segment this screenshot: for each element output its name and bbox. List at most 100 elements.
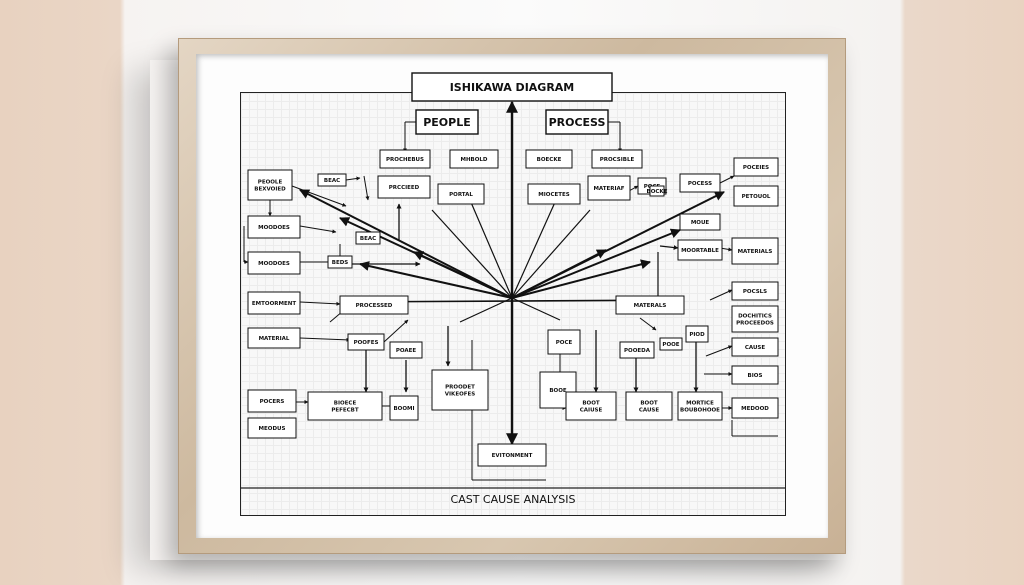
inner-node-20: POOEDA (619, 341, 655, 359)
inner-node-5: PRCCIEED (377, 175, 431, 199)
left-node-2-label: MOODOES (258, 225, 290, 231)
diagram-edges (243, 100, 778, 481)
right-node-5-label: POCSLS (743, 289, 767, 295)
inner-node-11: BEAC (355, 231, 381, 245)
right-node-6-label: PROCEEDOS (736, 320, 774, 326)
inner-node-13: MOORTABLE (677, 239, 723, 261)
inner-node-27-label: MORTICE (686, 400, 714, 406)
left-node-4-label: EMTOORMENT (252, 301, 296, 307)
inner-node-29-label: BOOMI (393, 406, 414, 412)
left-node-5: MATERIAL (247, 327, 301, 349)
connector (299, 301, 341, 306)
left-node-7: MEODUS (247, 417, 297, 439)
node-process-label: PROCESS (549, 116, 606, 129)
inner-node-15: PROCESSED (339, 295, 409, 315)
inner-node-2-label: MHBOLD (460, 157, 487, 163)
connector (299, 337, 351, 342)
inner-node-19: POCE (547, 329, 581, 355)
left-node-7-label: MEODUS (259, 426, 286, 432)
connector (511, 228, 681, 299)
connector (511, 209, 591, 299)
inner-node-16-label: MATERALS (634, 303, 667, 309)
connector (639, 317, 657, 331)
inner-node-17: POOFES (347, 333, 385, 351)
inner-node-21-label: POOE (662, 342, 679, 348)
inner-node-15-label: PROCESSED (356, 303, 393, 309)
connector (291, 185, 347, 207)
connector (705, 345, 733, 357)
inner-node-13-label: MOORTABLE (681, 248, 719, 254)
left-node-6-label: POCERS (260, 399, 285, 405)
node-people: PEOPLE (415, 109, 479, 135)
inner-node-4-label: PROCSIBLE (600, 157, 635, 163)
connector (659, 245, 679, 250)
left-node-3-label: MOODOES (258, 261, 290, 267)
diagram-title: ISHIKAWA DIAGRAM (411, 72, 613, 102)
inner-node-10-label: BEAC (324, 178, 340, 184)
inner-node-26-label: BOOT (640, 400, 658, 406)
inner-node-4: PROCSIBLE (591, 149, 643, 169)
connector (299, 189, 513, 299)
left-node-5-label: MATERIAL (259, 336, 290, 342)
connector (413, 251, 513, 299)
inner-node-16: MATERALS (615, 295, 685, 315)
right-node-8: BIOS (731, 365, 779, 385)
connector (383, 319, 409, 343)
inner-node-7: MIOCETES (527, 183, 581, 205)
inner-node-30: BOCKE (647, 185, 668, 197)
right-node-8-label: BIOS (748, 373, 763, 379)
node-environment: EVITONMENT (477, 443, 547, 467)
inner-node-17-label: POOFES (354, 340, 379, 346)
connector (511, 297, 561, 321)
left-node-1-label: PEOOLE (258, 179, 283, 185)
inner-node-28-label: BIOECE (334, 400, 357, 406)
inner-node-5-label: PRCCIEED (389, 185, 420, 191)
connector (345, 176, 361, 181)
inner-node-3-label: BOECKE (537, 157, 562, 163)
inner-node-25-label: BOOT (582, 400, 600, 406)
inner-node-8-label: MATERIAF (593, 186, 624, 192)
inner-node-27-label: BOUBOHOOE (680, 407, 720, 413)
connector (719, 175, 735, 184)
right-node-1: POCESS (679, 173, 721, 193)
inner-node-28-label: PEFECBT (331, 407, 359, 413)
left-node-1-label: BEXVOIED (254, 186, 286, 192)
inner-node-14: BEDS (327, 255, 353, 269)
connector (459, 297, 513, 323)
inner-node-22-label: PIOD (689, 332, 705, 338)
connector (431, 209, 513, 299)
left-node-6: POCERS (247, 389, 297, 413)
diagram-footer: CAST CAUSE ANALYSIS (450, 493, 576, 506)
inner-node-11-label: BEAC (360, 236, 376, 242)
right-node-5: POCSLS (731, 281, 779, 301)
inner-node-24-label: BOOE (549, 388, 567, 394)
inner-node-26-label: CAUSE (639, 407, 660, 413)
inner-node-3: BOECKE (525, 149, 573, 169)
inner-node-30-label: BOCKE (647, 189, 668, 195)
inner-node-18: POAEE (389, 341, 423, 359)
connector (469, 199, 513, 299)
inner-node-8: MATERIAF (587, 175, 631, 201)
right-node-6-label: DOCHITICS (738, 313, 772, 319)
inner-node-10: BEAC (317, 173, 347, 187)
inner-node-14-label: BEDS (332, 260, 349, 266)
inner-node-6: PORTAL (437, 183, 485, 205)
inner-node-1: PROCHEBUS (379, 149, 431, 169)
connector (511, 249, 607, 299)
inner-node-23-label: VIKEOFES (445, 391, 476, 397)
inner-node-29: BOOMI (389, 395, 419, 421)
left-node-3: MOODOES (247, 251, 301, 275)
inner-node-22: PIOD (685, 325, 709, 343)
inner-node-2: MHBOLD (449, 149, 499, 169)
right-node-4: MATERIALS (731, 237, 779, 265)
right-node-9: MEDOOD (731, 397, 779, 419)
diagram-nodes: ISHIKAWA DIAGRAM PEOPLE PROCESS EVITONMENT P… (247, 72, 779, 467)
node-process: PROCESS (545, 109, 609, 135)
inner-node-7-label: MIOCETES (538, 192, 569, 198)
